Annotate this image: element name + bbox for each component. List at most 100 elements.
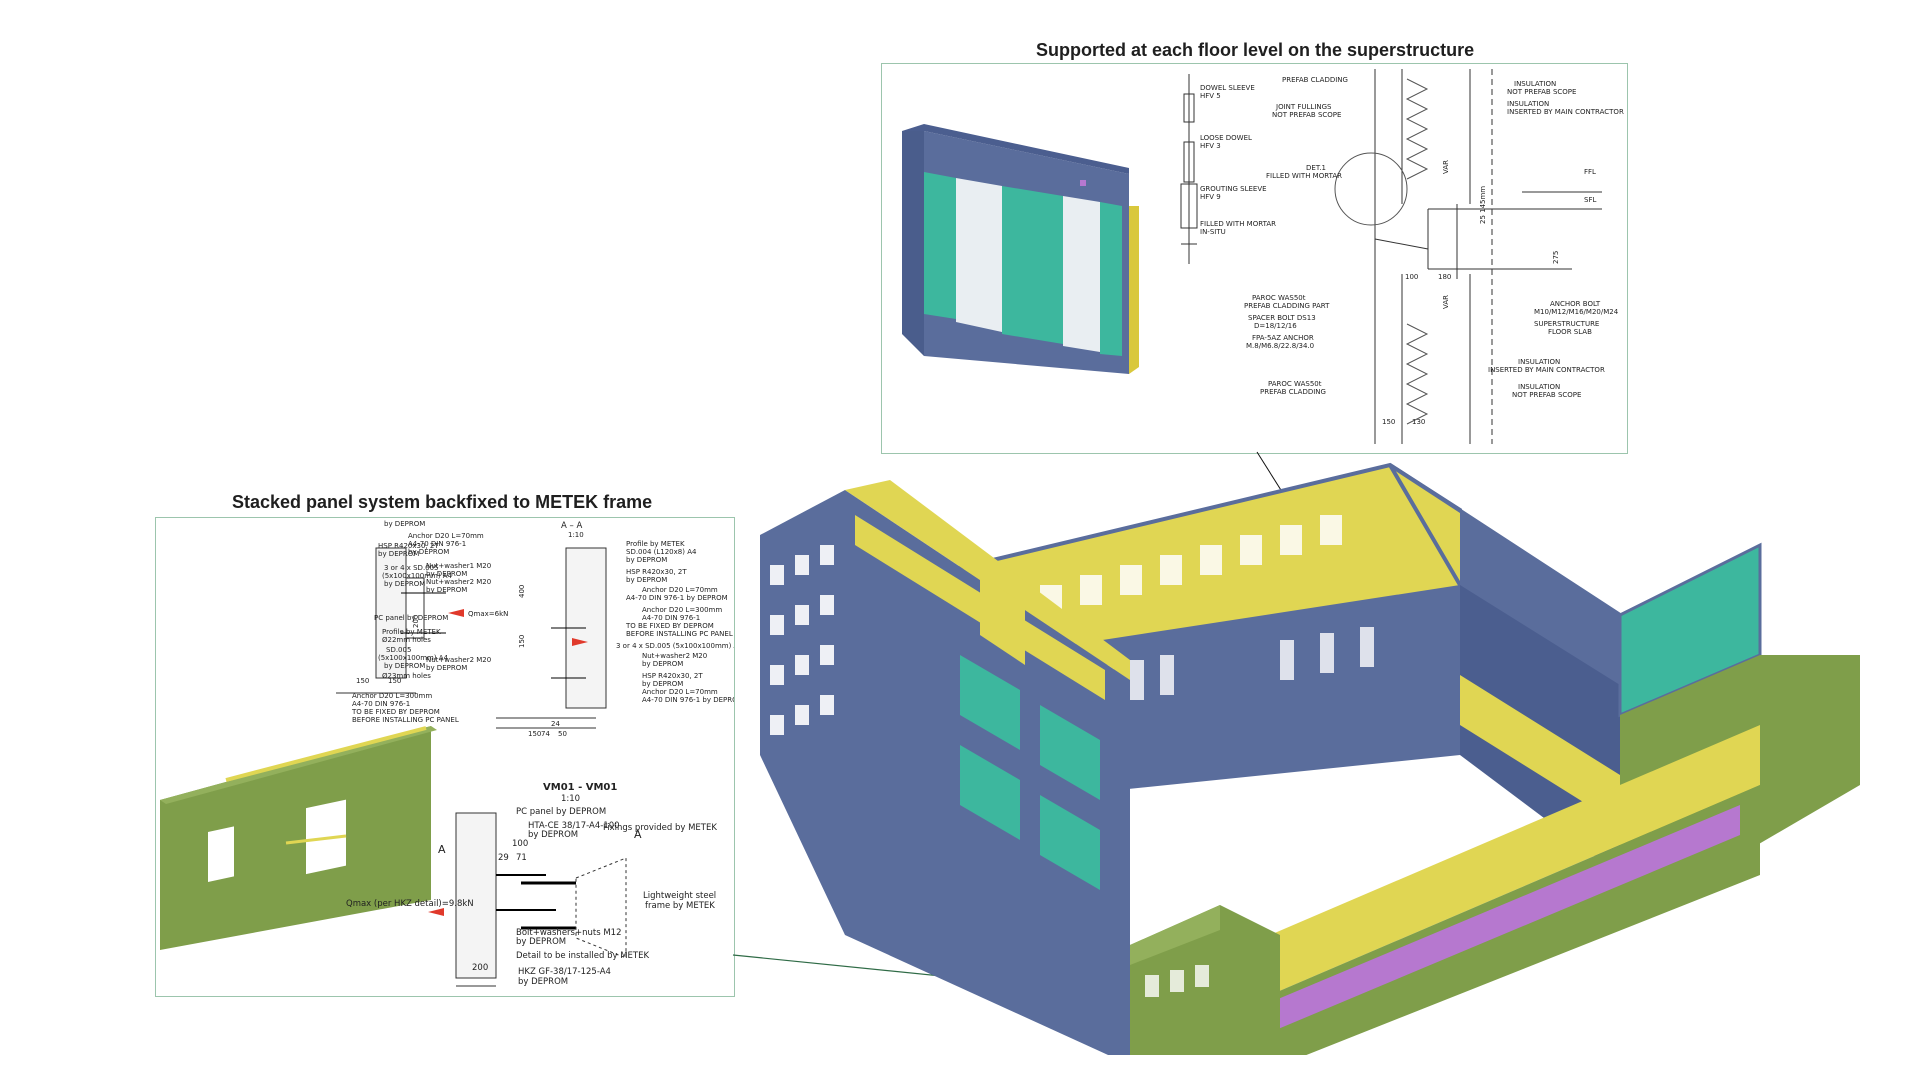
svg-text:Anchor D20 L=70mm: Anchor D20 L=70mm — [642, 688, 718, 696]
left-detail-drawing: by DEPROM HSP R420x30, 2T by DEPROM Anch… — [160, 520, 734, 987]
svg-text:by DEPROM: by DEPROM — [384, 580, 425, 588]
svg-text:Profile by METEK: Profile by METEK — [626, 540, 685, 548]
svg-text:PREFAB CLADDING: PREFAB CLADDING — [1260, 388, 1326, 396]
svg-text:150: 150 — [356, 677, 369, 685]
svg-text:PAROC WAS50t: PAROC WAS50t — [1268, 380, 1322, 388]
svg-text:DET.1: DET.1 — [1306, 164, 1326, 172]
svg-text:DOWEL SLEEVE: DOWEL SLEEVE — [1200, 84, 1255, 92]
svg-text:A4-70 DIN 976-1 by DEPROM: A4-70 DIN 976-1 by DEPROM — [642, 696, 734, 704]
green-panel-render — [160, 726, 437, 950]
svg-text:A4-70 DIN 976-1: A4-70 DIN 976-1 — [352, 700, 410, 708]
svg-text:Fixings provided by METEK: Fixings provided by METEK — [603, 823, 717, 833]
svg-text:BEFORE INSTALLING PC PANEL: BEFORE INSTALLING PC PANEL — [352, 716, 459, 724]
svg-text:VAR: VAR — [1442, 160, 1450, 174]
svg-text:by DEPROM: by DEPROM — [384, 520, 425, 528]
svg-text:TO BE FIXED BY DEPROM: TO BE FIXED BY DEPROM — [625, 622, 714, 630]
svg-text:by DEPROM: by DEPROM — [642, 660, 683, 668]
svg-text:150: 150 — [528, 730, 541, 738]
svg-text:INSULATION: INSULATION — [1518, 383, 1560, 391]
svg-text:100: 100 — [512, 839, 528, 849]
svg-text:Anchor D20 L=300mm: Anchor D20 L=300mm — [352, 692, 432, 700]
svg-text:74: 74 — [541, 730, 550, 738]
svg-text:NOT PREFAB SCOPE: NOT PREFAB SCOPE — [1512, 391, 1581, 399]
svg-text:Profile by METEK: Profile by METEK — [382, 628, 441, 636]
top-caption: Supported at each floor level on the sup… — [1036, 40, 1475, 60]
svg-text:Anchor D20 L=300mm: Anchor D20 L=300mm — [642, 606, 722, 614]
vm01-labels: VM01 - VM01 1:10 PC panel by DEPROM HTA-… — [346, 782, 717, 987]
svg-text:D=18/12/16: D=18/12/16 — [1254, 322, 1297, 330]
svg-text:ANCHOR BOLT: ANCHOR BOLT — [1550, 300, 1601, 308]
svg-text:HSP R420x30, 2T: HSP R420x30, 2T — [626, 568, 687, 576]
svg-text:INSULATION: INSULATION — [1507, 100, 1549, 108]
svg-text:SFL: SFL — [1584, 196, 1596, 204]
svg-text:by DEPROM: by DEPROM — [426, 664, 467, 672]
left-wing — [760, 480, 1130, 1055]
svg-text:29: 29 — [498, 853, 509, 863]
svg-text:LOOSE DOWEL: LOOSE DOWEL — [1200, 134, 1252, 142]
svg-text:PC panel by DEPROM: PC panel by DEPROM — [374, 614, 448, 622]
svg-text:GROUTING SLEEVE: GROUTING SLEEVE — [1200, 185, 1267, 193]
svg-text:HKZ GF-38/17-125-A4: HKZ GF-38/17-125-A4 — [518, 967, 611, 977]
svg-text:200: 200 — [412, 615, 420, 628]
svg-text:FLOOR SLAB: FLOOR SLAB — [1548, 328, 1592, 336]
svg-text:50: 50 — [558, 730, 567, 738]
svg-text:SD.005: SD.005 — [386, 646, 411, 654]
svg-text:M10/M12/M16/M20/M24: M10/M12/M16/M20/M24 — [1534, 308, 1619, 316]
wall-labels: PREFAB CLADDING JOINT FULLINGS NOT PREFA… — [1244, 76, 1624, 426]
svg-text:HSP R420x30, 2T: HSP R420x30, 2T — [378, 542, 439, 550]
panel-3d-render — [902, 124, 1139, 374]
svg-text:by DEPROM: by DEPROM — [518, 977, 568, 987]
svg-text:INSERTED BY MAIN CONTRACTOR: INSERTED BY MAIN CONTRACTOR — [1507, 108, 1624, 116]
svg-text:by DEPROM: by DEPROM — [626, 556, 667, 564]
svg-text:A4-70 DIN 976-1 by DEPROM: A4-70 DIN 976-1 by DEPROM — [626, 594, 728, 602]
svg-text:150: 150 — [518, 635, 526, 648]
top-detail-panel: DOWEL SLEEVE HFV 5 LOOSE DOWEL HFV 3 GRO… — [881, 63, 1628, 454]
svg-text:FILLED WITH MORTAR: FILLED WITH MORTAR — [1200, 220, 1276, 228]
svg-text:25 145mm: 25 145mm — [1479, 186, 1487, 224]
svg-text:A – A: A – A — [561, 521, 582, 531]
svg-text:Nut+washer2 M20: Nut+washer2 M20 — [642, 652, 707, 660]
svg-text:NOT PREFAB SCOPE: NOT PREFAB SCOPE — [1272, 111, 1341, 119]
dowel-labels: DOWEL SLEEVE HFV 5 LOOSE DOWEL HFV 3 GRO… — [1200, 84, 1276, 236]
svg-text:Qmax=6kN: Qmax=6kN — [468, 610, 508, 618]
svg-text:PREFAB CLADDING: PREFAB CLADDING — [1282, 76, 1348, 84]
svg-text:150: 150 — [1382, 418, 1395, 426]
svg-text:IN-SITU: IN-SITU — [1200, 228, 1226, 236]
front-wall — [1130, 725, 1760, 1055]
svg-text:TO BE FIXED BY DEPROM: TO BE FIXED BY DEPROM — [351, 708, 440, 716]
svg-text:HSP R420x30, 2T: HSP R420x30, 2T — [642, 672, 703, 680]
svg-text:VM01 - VM01: VM01 - VM01 — [543, 782, 617, 793]
svg-text:A: A — [634, 828, 642, 841]
svg-text:by DEPROM: by DEPROM — [626, 576, 667, 584]
svg-text:Ø22mm holes: Ø22mm holes — [382, 636, 431, 644]
svg-text:A4-70 DIN 976-1: A4-70 DIN 976-1 — [408, 540, 466, 548]
svg-text:Lightweight steel: Lightweight steel — [643, 891, 716, 901]
svg-text:Nut+washer2 M20: Nut+washer2 M20 — [426, 578, 491, 586]
red-load-arrows — [448, 609, 588, 646]
svg-text:INSULATION: INSULATION — [1518, 358, 1560, 366]
svg-text:INSULATION: INSULATION — [1514, 80, 1556, 88]
svg-text:SD.004 (L120x8) A4: SD.004 (L120x8) A4 — [626, 548, 697, 556]
svg-text:Nut+washer1 M20: Nut+washer1 M20 — [426, 562, 491, 570]
top-detail-drawing: DOWEL SLEEVE HFV 5 LOOSE DOWEL HFV 3 GRO… — [902, 69, 1624, 444]
svg-text:by DEPROM: by DEPROM — [384, 662, 425, 670]
svg-text:Detail to be installed by METE: Detail to be installed by METEK — [516, 951, 649, 961]
svg-text:A4-70 DIN 976-1: A4-70 DIN 976-1 — [642, 614, 700, 622]
svg-text:BEFORE INSTALLING PC PANEL: BEFORE INSTALLING PC PANEL — [626, 630, 733, 638]
svg-text:SUPERSTRUCTURE: SUPERSTRUCTURE — [1534, 320, 1599, 328]
svg-text:HTA-CE 38/17-A4-100: HTA-CE 38/17-A4-100 — [528, 821, 620, 831]
svg-text:1:10: 1:10 — [561, 794, 580, 804]
svg-text:FFL: FFL — [1584, 168, 1596, 176]
svg-text:by DEPROM: by DEPROM — [426, 586, 467, 594]
svg-text:M.8/M6.8/22.8/34.0: M.8/M6.8/22.8/34.0 — [1246, 342, 1314, 350]
svg-text:1:10: 1:10 — [568, 531, 584, 539]
svg-text:HFV 9: HFV 9 — [1200, 193, 1221, 201]
svg-text:Nut+washer2 M20: Nut+washer2 M20 — [426, 656, 491, 664]
svg-text:PC panel by DEPROM: PC panel by DEPROM — [516, 807, 606, 817]
svg-text:HFV 3: HFV 3 — [1200, 142, 1221, 150]
svg-text:by DEPROM: by DEPROM — [516, 937, 566, 947]
svg-text:(5x100x100mm) A4: (5x100x100mm) A4 — [378, 654, 449, 662]
svg-text:SPACER BOLT DS13: SPACER BOLT DS13 — [1248, 314, 1316, 322]
svg-text:JOINT FULLINGS: JOINT FULLINGS — [1275, 103, 1332, 111]
svg-text:Anchor D20 L=70mm: Anchor D20 L=70mm — [642, 586, 718, 594]
